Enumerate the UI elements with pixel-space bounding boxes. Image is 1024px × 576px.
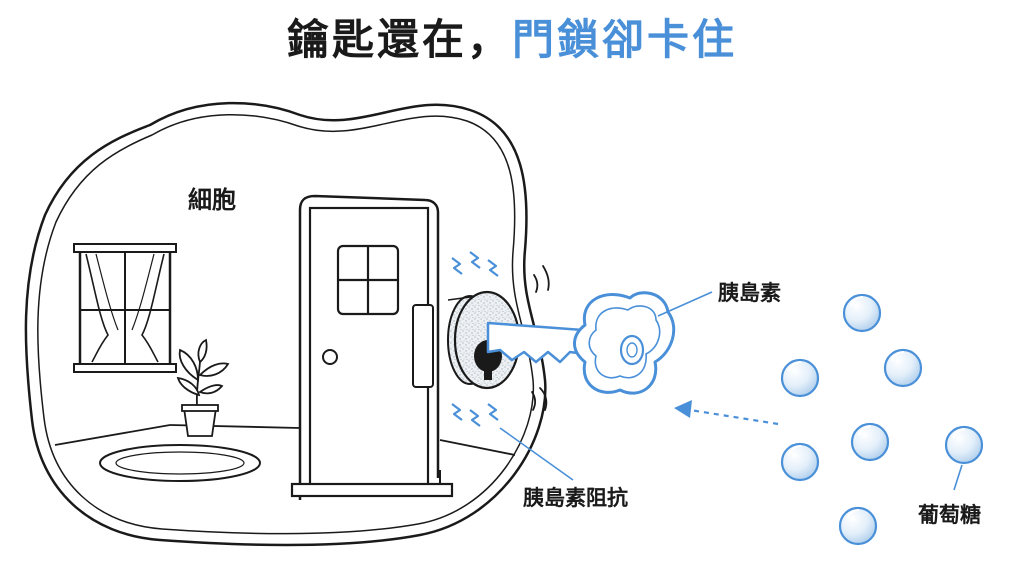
glucose-bubble (842, 293, 882, 333)
glucose-leader-line (953, 464, 963, 491)
glucose-bubble (780, 442, 820, 482)
leader-lines (499, 291, 963, 491)
resistance-leader-line (499, 427, 574, 481)
glucose-bubble (883, 348, 923, 388)
window-icon (73, 243, 177, 373)
vibration-marks-icon (531, 265, 550, 411)
glucose-flow-arrow (674, 400, 779, 426)
title-dark-part: 鑰匙還在， (286, 15, 512, 64)
insulin-leader-line (657, 291, 713, 317)
key-icon (486, 291, 676, 395)
plant-icon (176, 338, 230, 437)
door-lock (412, 290, 521, 390)
glucose-bubble (780, 358, 820, 398)
diagram-title: 鑰匙還在，門鎖卻卡住 (0, 6, 1024, 67)
glucose-bubble (838, 506, 878, 546)
insulin-resistance-label: 胰島素阻抗 (523, 486, 628, 510)
jam-zigzag-icon (451, 251, 499, 427)
glucose-label: 葡萄糖 (917, 503, 981, 527)
title-blue-part: 門鎖卻卡住 (512, 15, 738, 64)
rug-icon (99, 444, 261, 482)
glucose-bubble (944, 425, 984, 465)
insulin-label: 胰島素 (718, 281, 781, 305)
cell-label: 細胞 (188, 186, 236, 214)
cell-membrane (24, 101, 547, 547)
glucose-bubble (850, 422, 890, 462)
glucose-molecules (780, 293, 984, 546)
